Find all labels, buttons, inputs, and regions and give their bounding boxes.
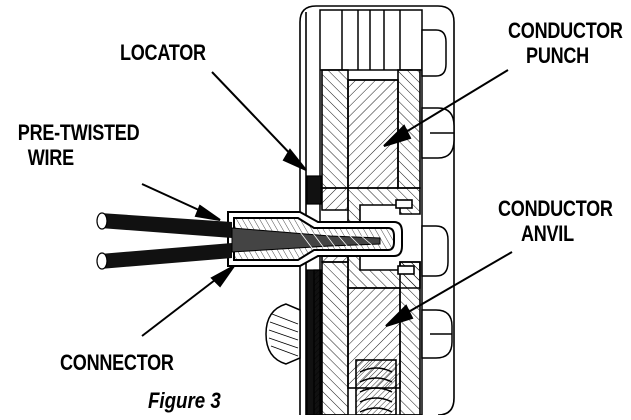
label-conductor-anvil: CONDUCTOR ANVIL [498,196,613,246]
screw-heads [421,29,455,359]
figure-caption: Figure 3 [148,388,221,413]
pivot-knob [265,303,301,365]
label-connector: CONNECTOR [60,350,174,375]
label-pre-twisted-wire-line1: PRE-TWISTED [17,120,140,145]
leader-lines [141,69,513,337]
pre-twisted-wire [96,212,381,270]
label-conductor-punch-line1: CONDUCTOR [508,18,623,43]
label-conductor-anvil-line2: ANVIL [520,221,574,246]
label-conductor-anvil-line1: CONDUCTOR [498,196,613,221]
tool-frame [299,5,455,416]
conductor-punch [321,69,421,189]
label-pre-twisted-wire-line2: WIRE [27,145,74,170]
label-pre-twisted-wire: PRE-TWISTED WIRE [13,120,144,170]
crimp-cavity [321,187,421,289]
locator-plate [306,175,322,416]
spring [359,367,393,413]
label-conductor-punch-line2: PUNCH [526,43,589,68]
label-conductor-punch: CONDUCTOR PUNCH [508,18,623,68]
label-locator: LOCATOR [120,40,206,65]
